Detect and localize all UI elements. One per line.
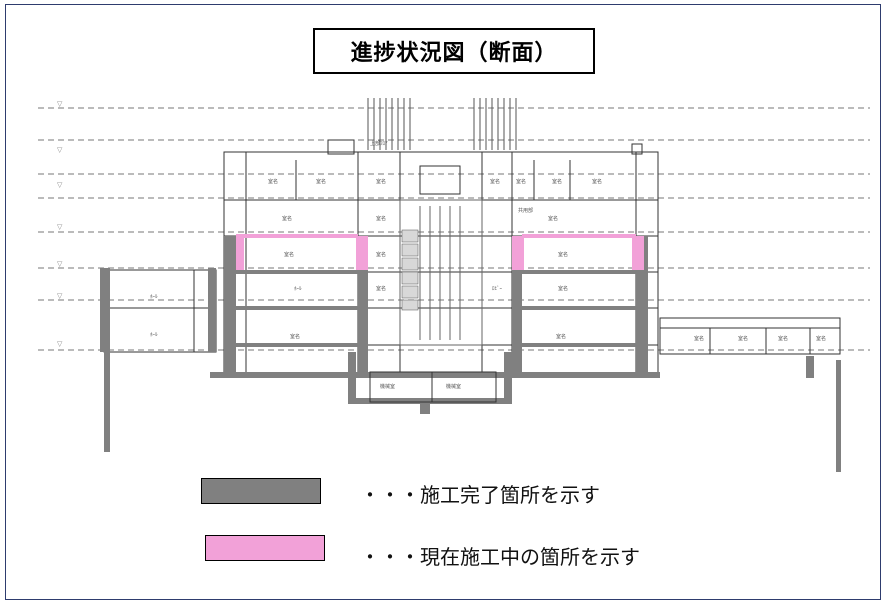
legend-swatch-completed [201,478,321,504]
room-label: 室名 [376,215,386,222]
room-label: 室名 [376,178,386,185]
room-label: ﾎｰﾙ [150,332,158,338]
stair-treads [401,229,419,311]
room-label: 室名 [376,251,386,258]
basement-outline [369,371,497,403]
room-label: 室名 [290,333,300,340]
room-label: 機械室 [446,383,461,390]
room-label: 室名 [738,335,748,342]
room-label: 室名 [490,178,500,185]
room-label: 室名 [516,178,526,185]
svg-text:▽: ▽ [57,292,63,300]
room-label: 室名 [316,178,326,185]
floor-level-lines [38,107,870,351]
room-label: 室名 [558,251,568,258]
room-label: 室名 [376,285,386,292]
room-label: ﾎｰﾙ [294,286,302,292]
legend-label-completed: ・・・施工完了箇所を示す [360,483,600,507]
room-label: 室名 [558,285,568,292]
svg-text:▽: ▽ [57,223,63,231]
title-box: 進捗状況図（断面） [313,28,595,74]
room-label: 室名 [694,335,704,342]
completed-structure [100,236,841,472]
room-label: 上部ﾌﾛｱ [370,140,388,147]
central-atrium [399,199,483,346]
room-label: ﾎｰﾙ [150,294,158,300]
room-labels: 上部ﾌﾛｱ室名室名室名室名室名室名室名共用部室名室名室名室名室名室名ﾎｰﾙﾎｰﾙ… [150,140,826,390]
room-label: 室名 [282,215,292,222]
legend-label-in-progress: ・・・現在施工中の箇所を示す [360,545,640,569]
room-label: 室名 [778,335,788,342]
right-wing [659,317,841,355]
room-label: ﾛﾋﾞｰ [492,285,503,292]
room-label: 室名 [284,251,294,258]
room-label: 室名 [548,215,558,222]
room-label: 室名 [268,178,278,185]
svg-text:▽: ▽ [57,260,63,268]
roof-structure [367,98,517,150]
svg-text:▽: ▽ [57,340,63,348]
svg-text:▽: ▽ [57,100,63,108]
room-label: 室名 [552,178,562,185]
drawing-frame [5,4,881,600]
room-label: 機械室 [380,383,395,390]
room-label: 室名 [816,335,826,342]
level-markers: ▽ ▽ ▽ ▽ ▽ ▽ ▽ [57,100,63,348]
left-wing [103,269,217,353]
room-label: 室名 [592,178,602,185]
in-progress-structure [236,234,644,270]
legend-swatch-in-progress [205,535,325,561]
room-label: 共用部 [518,207,533,214]
svg-text:▽: ▽ [57,146,63,154]
page-title: 進捗状況図（断面） [350,41,558,66]
room-label: 室名 [556,333,566,340]
svg-text:▽: ▽ [57,181,63,189]
